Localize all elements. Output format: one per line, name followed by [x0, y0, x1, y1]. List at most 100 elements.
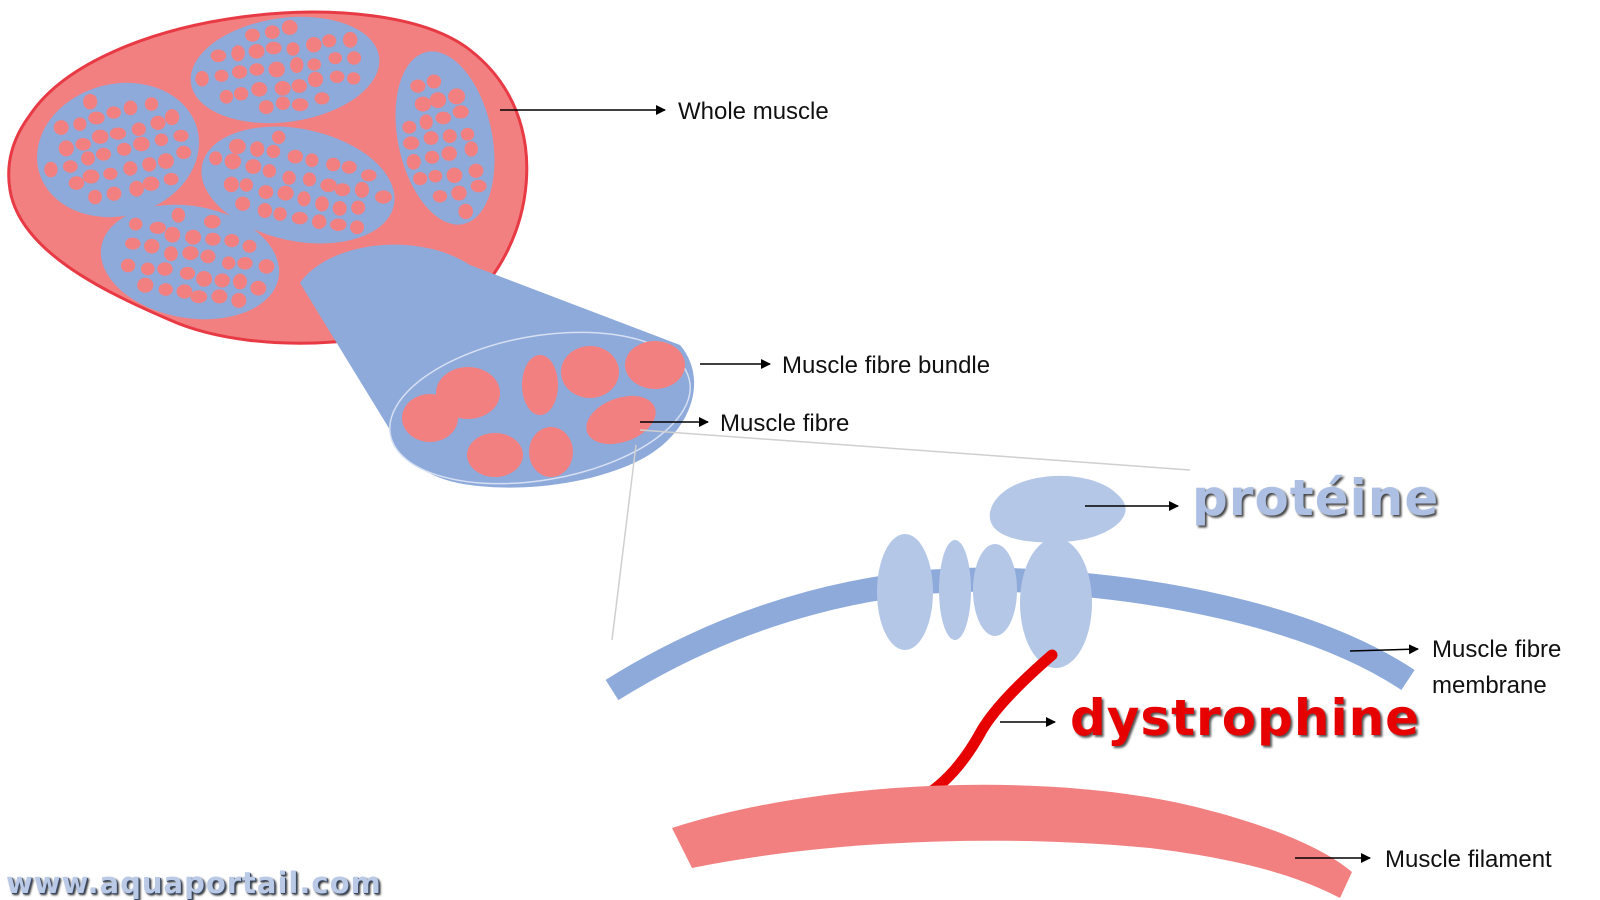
fibre-dot: [305, 153, 319, 168]
fibre-dot: [73, 117, 87, 131]
fibre-dot: [403, 136, 420, 150]
fibre-dot: [291, 79, 307, 93]
fibre-dot: [129, 217, 143, 231]
fibre-dot: [414, 96, 432, 112]
fibre-dot: [163, 172, 179, 186]
fibre-dot: [131, 122, 146, 136]
fibre-dot: [410, 79, 426, 93]
fibre-dot: [245, 159, 262, 174]
fibre-label: Muscle fibre: [720, 410, 850, 437]
dystrophin-label: dystrophine: [1070, 689, 1421, 747]
fibre-dot: [235, 196, 251, 211]
fibre-dot: [262, 164, 277, 178]
protein-label: protéine: [1192, 469, 1440, 527]
fibre-dot: [219, 89, 234, 104]
fibre-dot: [231, 292, 247, 308]
fibre-dot: [158, 283, 173, 296]
protein-subunit: [1020, 538, 1092, 668]
fibre-dot: [452, 105, 469, 119]
fibre-dot: [245, 28, 260, 42]
fibre-dot: [428, 169, 443, 183]
fibre-dot: [157, 262, 173, 276]
fibre-dot: [176, 284, 193, 299]
fibre: [467, 433, 523, 477]
fibre-dot: [286, 42, 300, 56]
fibre-dot: [142, 176, 160, 191]
fibre-dot: [291, 98, 309, 112]
fibre-dot: [229, 138, 246, 155]
fibre-dot: [448, 88, 466, 105]
fibre-dot: [195, 70, 209, 87]
fibre-dot: [224, 153, 241, 170]
fibre-dot: [137, 277, 154, 293]
fibre-dot: [250, 141, 265, 158]
fibre-dot: [406, 154, 421, 170]
zoom-guide-line: [639, 429, 1191, 471]
fibre: [625, 341, 685, 389]
fibre-dot: [232, 65, 248, 79]
fibre-dot: [106, 106, 121, 119]
fibre-dot: [330, 218, 347, 231]
fibre-dot: [273, 207, 287, 221]
fibre-dot: [123, 100, 138, 116]
fibre-dot: [250, 280, 267, 296]
membrane-proteins: [877, 475, 1126, 668]
fibre-dot: [287, 149, 303, 164]
fibre-dot: [297, 191, 311, 207]
fibre-dot: [435, 111, 452, 125]
fibre-dot: [173, 129, 189, 142]
fibre-dot: [196, 271, 213, 287]
fibre-dot: [231, 45, 245, 62]
fibre-dot: [350, 220, 365, 235]
fibre-dot: [423, 131, 439, 145]
fibre-dot: [347, 51, 362, 65]
fibre-dot: [264, 25, 280, 39]
fibre: [402, 394, 458, 442]
fibre-dot: [144, 97, 159, 111]
fibre-dot: [265, 41, 282, 55]
fibre-dot: [332, 201, 347, 216]
fibre-dot: [249, 63, 265, 76]
fibre-dot: [141, 262, 155, 276]
fibre-dot: [419, 114, 433, 130]
fibre-dot: [58, 140, 74, 157]
protein-subunit: [973, 544, 1017, 636]
fibre-dot: [88, 189, 102, 205]
fibre-dot: [88, 111, 105, 125]
fibre-dot: [214, 69, 229, 82]
fibre-dot: [258, 259, 275, 274]
fibre-dot: [347, 72, 361, 85]
fibre-dot: [315, 196, 329, 212]
fibre-dot: [144, 238, 160, 254]
fibre-dot: [266, 144, 281, 159]
fibre-dot: [424, 150, 440, 164]
fibre-bundle-label: Muscle fibre bundle: [782, 352, 991, 379]
fibre-dot: [190, 290, 208, 304]
fibre-dot: [426, 74, 442, 89]
fibre-dot: [106, 186, 122, 201]
fibre-dot: [464, 141, 478, 157]
fibre: [561, 346, 619, 398]
fibre-dot: [150, 115, 166, 130]
fibre-dot: [258, 100, 274, 115]
fibre-dot: [154, 133, 169, 147]
fibre-dot: [257, 203, 273, 218]
fibre-dot: [307, 71, 324, 88]
fibre-dot: [214, 273, 230, 288]
fibre-dot: [458, 203, 474, 220]
protein-subunit: [877, 534, 933, 650]
fibre-dot: [179, 266, 196, 280]
fibre-dot: [429, 92, 447, 109]
fibre-dot: [171, 207, 186, 223]
fibre-dot: [248, 44, 265, 59]
fibre-dot: [328, 52, 343, 65]
fibre-dot: [468, 163, 484, 178]
fibre-dot: [164, 109, 180, 126]
fibre-dot: [361, 169, 377, 182]
fibre-dot: [157, 153, 174, 169]
filament-shape: [672, 784, 1352, 898]
fibre-dot: [329, 70, 345, 84]
fibre-dot: [200, 249, 216, 264]
fibre-dot: [125, 237, 141, 250]
fibre-dot: [351, 200, 366, 215]
